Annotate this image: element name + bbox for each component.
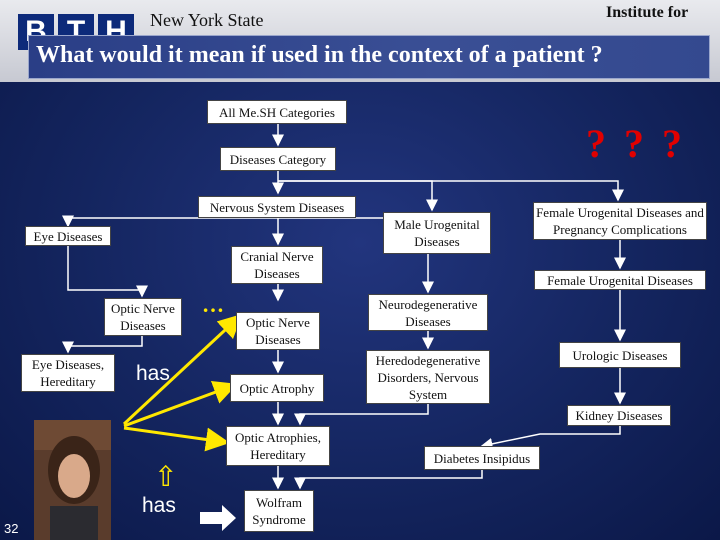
node-male-urogenital-diseases: Male Urogenital Diseases bbox=[383, 212, 491, 254]
title-bar bbox=[28, 35, 710, 79]
node-all-mesh-categories: All Me.SH Categories bbox=[207, 100, 347, 124]
edge-heredo-hereditary bbox=[294, 404, 429, 426]
node-kidney-diseases: Kidney Diseases bbox=[567, 405, 671, 426]
edge-opticleft-eyehered bbox=[62, 336, 143, 354]
edge-diabetes-wolfram bbox=[294, 470, 483, 490]
up-arrow-icon: ⇧ bbox=[154, 461, 178, 492]
slide-title: What would it mean if used in the contex… bbox=[36, 42, 603, 68]
node-optic-atrophy: Optic Atrophy bbox=[230, 374, 324, 402]
node-neurodegenerative-diseases: Neurodegenerative Diseases bbox=[368, 294, 488, 331]
yellow-arrow-optic-hereditary bbox=[123, 426, 230, 452]
org-name-right: Institute for bbox=[606, 4, 689, 21]
ellipsis-more: … bbox=[202, 292, 224, 317]
patient-photo bbox=[34, 420, 111, 540]
node-heredodegenerative-disorders: Heredodegenerative Disorders, Nervous Sy… bbox=[366, 350, 490, 404]
edge-kidney-diabetes bbox=[480, 426, 621, 450]
white-arrow-wolfram bbox=[200, 505, 236, 531]
node-eye-diseases-hereditary: Eye Diseases, Hereditary bbox=[21, 354, 115, 392]
node-optic-atrophies-hereditary: Optic Atrophies, Hereditary bbox=[226, 426, 330, 466]
question-marks: ? ? ? bbox=[586, 121, 686, 166]
org-name-left: New York State bbox=[150, 10, 264, 30]
node-diabetes-insipidus: Diabetes Insipidus bbox=[424, 446, 540, 470]
node-diseases-category: Diseases Category bbox=[220, 147, 336, 171]
patient-portrait-image bbox=[34, 420, 111, 540]
node-eye-diseases: Eye Diseases bbox=[25, 226, 111, 246]
node-female-urogenital-diseases: Female Urogenital Diseases bbox=[534, 270, 706, 290]
node-optic-nerve-diseases-center: Optic Nerve Diseases bbox=[236, 312, 320, 350]
edge-diseases-female bbox=[278, 180, 624, 202]
page-number: 32 bbox=[4, 521, 19, 536]
node-cranial-nerve-diseases: Cranial Nerve Diseases bbox=[231, 246, 323, 284]
node-nervous-system-diseases: Nervous System Diseases bbox=[198, 196, 356, 218]
edge-nervous-eye bbox=[62, 215, 278, 228]
has-label-top: has bbox=[136, 362, 170, 385]
edge-eye-opticleft bbox=[67, 246, 148, 298]
yellow-arrow-optic-nerve bbox=[122, 313, 243, 426]
node-female-urogenital-pregnancy: Female Urogenital Diseases and Pregnancy… bbox=[533, 202, 707, 240]
node-optic-nerve-diseases-left: Optic Nerve Diseases bbox=[104, 298, 182, 336]
yellow-arrow-optic-atrophy bbox=[123, 380, 238, 428]
node-wolfram-syndrome: Wolfram Syndrome bbox=[244, 490, 314, 532]
has-label-bottom: has bbox=[142, 494, 176, 517]
node-urologic-diseases: Urologic Diseases bbox=[559, 342, 681, 368]
